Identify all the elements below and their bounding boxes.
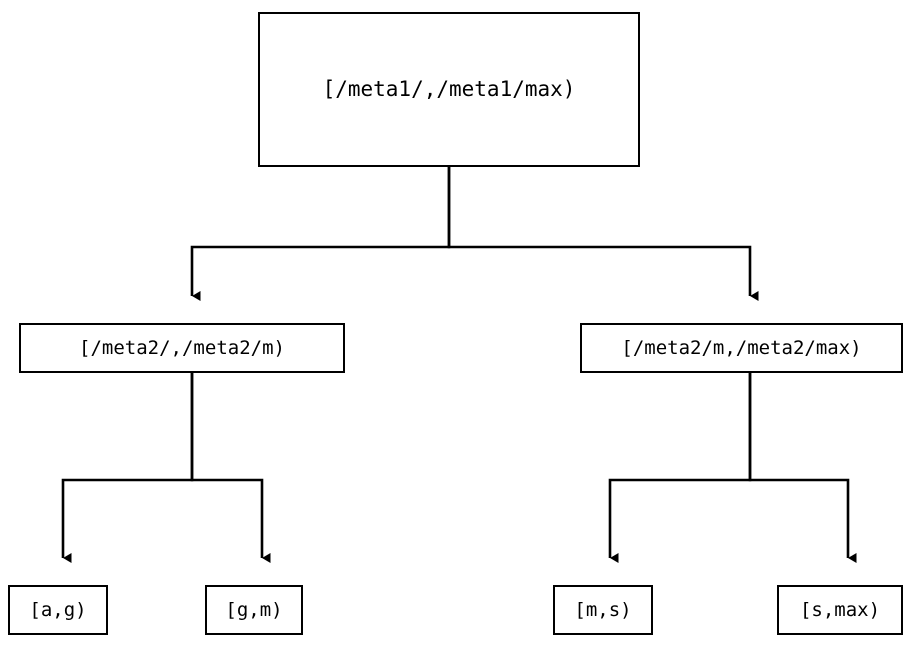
edge-root-to-mid-left <box>190 167 451 301</box>
edge-mid-right-to-leaf-s-max <box>748 373 857 563</box>
tree-node-leaf-g-m[interactable]: [g,m) <box>205 585 303 635</box>
tree-node-leaf-s-max[interactable]: [s,max) <box>777 585 903 635</box>
tree-node-root[interactable]: [/meta1/,/meta1/max) <box>258 12 640 167</box>
tree-node-mid-right[interactable]: [/meta2/m,/meta2/max) <box>580 323 903 373</box>
tree-node-leaf-m-s[interactable]: [m,s) <box>553 585 653 635</box>
edge-mid-left-to-leaf-a-g <box>61 373 194 563</box>
tree-node-leaf-a-g[interactable]: [a,g) <box>8 585 108 635</box>
edge-mid-left-to-leaf-g-m <box>190 373 271 563</box>
edge-mid-right-to-leaf-m-s <box>608 373 752 563</box>
edge-root-to-mid-right <box>447 167 759 301</box>
tree-node-mid-left[interactable]: [/meta2/,/meta2/m) <box>19 323 345 373</box>
